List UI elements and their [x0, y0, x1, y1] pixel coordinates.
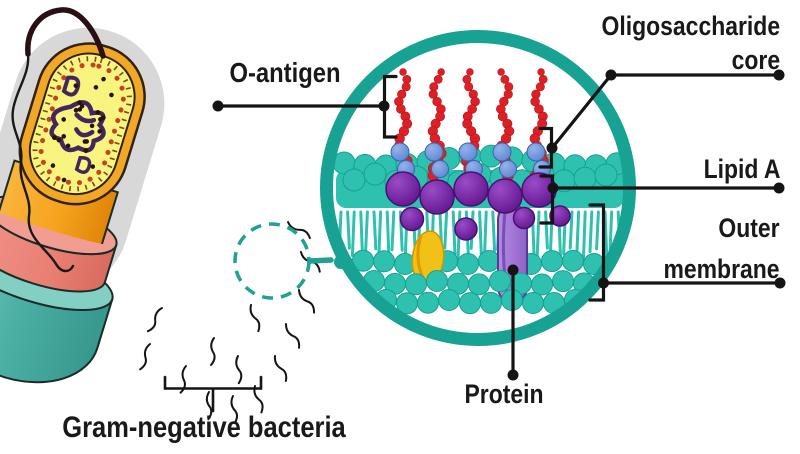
oligosaccharide-core-label: Oligosaccharide core [601, 9, 780, 77]
bacterium-body-teal [0, 251, 114, 384]
ribosome-dots [50, 76, 114, 183]
outer-membrane-label-line1: Outer [718, 213, 780, 243]
magnifier-connector [307, 257, 334, 264]
plasmid-d-1 [61, 75, 81, 97]
flagellum-tail [11, 52, 75, 273]
nucleoid-dna [49, 100, 106, 153]
lipoprotein-streak [416, 234, 425, 280]
salmon-lip-outline [0, 205, 118, 256]
flagellum [25, 7, 106, 59]
leader-lines [163, 73, 782, 413]
o-antigen-label: O-antigen [229, 57, 341, 88]
lipid-a-label: Lipid A [703, 154, 780, 184]
protein-label: Protein [464, 379, 544, 409]
bacterium-illustration [0, 27, 165, 384]
gram-negative-bacteria-label: Gram-negative bacteria [62, 411, 346, 444]
pili-fringe-dots [38, 62, 126, 186]
lipid-a-spheres [385, 171, 571, 241]
plasmid-d-2 [74, 155, 92, 174]
membrane-zoom-content [327, 37, 629, 339]
oligosaccharide-core-label-line1: Oligosaccharide [601, 11, 780, 41]
oligosaccharide-core-label-line2: core [731, 45, 780, 75]
magnifier-dashed-circle [233, 222, 311, 300]
pili-fringe-stems [32, 56, 132, 192]
outer-membrane-bracket [588, 203, 606, 302]
pili-squiggles [139, 220, 324, 425]
outer-membrane-label-line2: membrane [663, 254, 780, 284]
outer-membrane-label: Outer membrane [664, 208, 780, 290]
leader-dots [212, 69, 786, 381]
gram-bracket [163, 375, 263, 413]
lipid-a-bracket [539, 174, 555, 225]
bacterium-salmon-front-lip [0, 205, 117, 255]
